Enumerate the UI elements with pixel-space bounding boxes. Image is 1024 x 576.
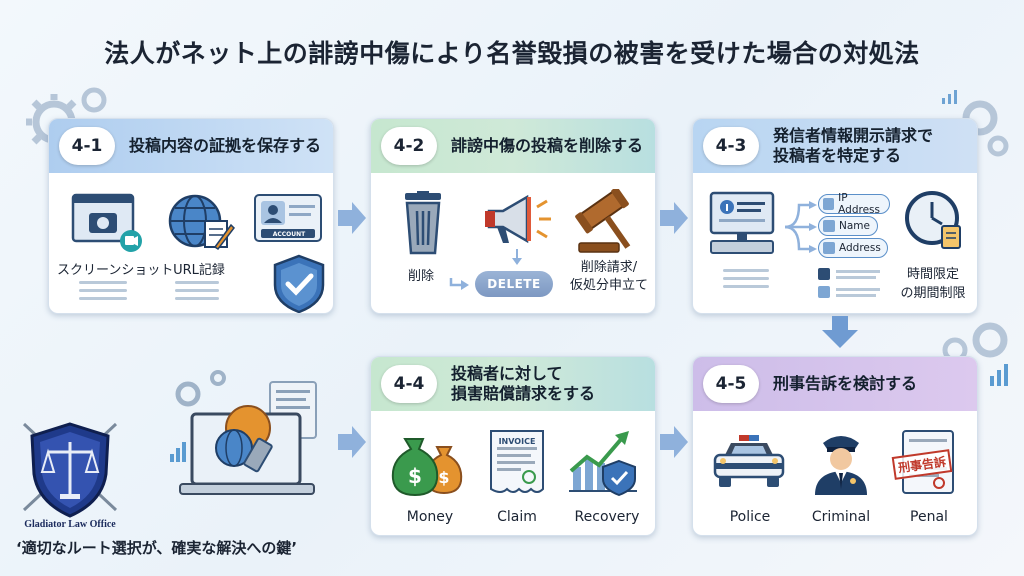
address-pill: Address bbox=[818, 238, 888, 258]
profile-lines-icon bbox=[818, 268, 880, 298]
deletion-request-line-2: 仮処分申立て bbox=[569, 277, 648, 293]
ip-address-text: IP Address bbox=[838, 192, 880, 216]
step-title-line-2: 投稿者を特定する bbox=[773, 146, 902, 165]
globe-url-icon bbox=[168, 194, 235, 251]
time-limit-label: 時間限定 の期間制限 bbox=[890, 266, 976, 304]
criminal-label: Criminal bbox=[811, 509, 871, 525]
url-record-label: URL記録 bbox=[173, 263, 225, 278]
page-title: 法人がネット上の誹謗中傷により名誉毀損の被害を受けた場合の対処法 bbox=[104, 39, 920, 68]
step-title-line-1: 投稿者に対して bbox=[451, 364, 563, 383]
step-card-4-4: 4-4 投稿者に対して 損害賠償請求をする $ $ Money INVOICE … bbox=[370, 356, 656, 536]
name-text: Name bbox=[839, 220, 870, 232]
step-number-badge: 4-1 bbox=[59, 127, 115, 165]
step-header: 4-2 誹謗中傷の投稿を削除する bbox=[371, 119, 655, 173]
time-limit-line-2: の期間制限 bbox=[900, 285, 966, 301]
step-number-badge: 4-2 bbox=[381, 127, 437, 165]
money-bag-icon: $ $ bbox=[391, 438, 463, 497]
police-officer-icon bbox=[815, 436, 867, 495]
laptop-illustration bbox=[170, 370, 317, 495]
account-card-icon bbox=[254, 194, 322, 242]
arrow-right-icon bbox=[449, 278, 469, 290]
step-title: 誹謗中傷の投稿を削除する bbox=[451, 136, 644, 155]
ip-address-pill: IP Address bbox=[818, 192, 890, 216]
deletion-request-line-1: 削除請求/ bbox=[580, 260, 638, 275]
logo-text: Gladiator Law Office bbox=[24, 519, 116, 530]
step-card-4-2: 4-2 誹謗中傷の投稿を削除する 削除 bbox=[370, 118, 656, 314]
step-title-line-2: 損害賠償請求をする bbox=[451, 384, 596, 403]
step-header: 4-4 投稿者に対して 損害賠償請求をする bbox=[371, 357, 655, 411]
step-number-badge: 4-4 bbox=[381, 365, 437, 403]
screenshot-camera-icon bbox=[71, 193, 142, 252]
text-lines bbox=[79, 281, 127, 305]
user-icon bbox=[823, 242, 835, 254]
recovery-label: Recovery bbox=[574, 509, 640, 525]
text-lines bbox=[175, 281, 219, 305]
recovery-chart-icon bbox=[569, 431, 637, 497]
flow-arrow-icon bbox=[660, 202, 688, 234]
arrow-down-icon bbox=[512, 249, 522, 265]
gladiator-shield-logo bbox=[22, 422, 118, 518]
step-card-4-1: 4-1 投稿内容の証拠を保存する スクリーンショット URL記録 ACCOUN bbox=[48, 118, 334, 314]
clock-icon bbox=[905, 191, 961, 249]
step-number-badge: 4-3 bbox=[703, 127, 759, 165]
invoice-text: INVOICE bbox=[498, 437, 536, 446]
invoice-icon bbox=[490, 430, 544, 493]
flow-arrow-down-icon bbox=[822, 316, 858, 348]
step-title: 投稿内容の証拠を保存する bbox=[129, 136, 322, 155]
step-title: 刑事告訴を検討する bbox=[773, 374, 918, 393]
computer-info-icon bbox=[709, 191, 775, 254]
step-title-line-1: 発信者情報開示請求で bbox=[773, 126, 934, 145]
delete-label: 削除 bbox=[407, 269, 434, 284]
step-title: 投稿者に対して 損害賠償請求をする bbox=[451, 364, 595, 404]
svg-text:$: $ bbox=[408, 464, 422, 488]
flow-arrow-icon bbox=[660, 426, 688, 458]
id-card-icon bbox=[823, 198, 835, 210]
address-text: Address bbox=[839, 242, 881, 254]
money-label: Money bbox=[406, 509, 454, 525]
screenshot-label: スクリーンショット bbox=[57, 263, 174, 278]
user-icon bbox=[823, 220, 835, 232]
penal-label: Penal bbox=[910, 509, 948, 525]
step-header: 4-1 投稿内容の証拠を保存する bbox=[49, 119, 333, 173]
text-lines bbox=[723, 269, 769, 293]
step-header: 4-3 発信者情報開示請求で 投稿者を特定する bbox=[693, 119, 977, 173]
megaphone-icon bbox=[485, 194, 551, 244]
flow-arrow-icon bbox=[338, 202, 366, 234]
name-pill: Name bbox=[818, 216, 878, 236]
step-number-badge: 4-5 bbox=[703, 365, 759, 403]
branch-arrows-icon bbox=[784, 201, 817, 253]
police-label: Police bbox=[729, 509, 771, 525]
police-car-icon bbox=[713, 435, 785, 487]
flow-arrow-icon bbox=[338, 426, 366, 458]
deletion-request-label: 削除請求/ 仮処分申立て bbox=[561, 259, 655, 294]
time-limit-line-1: 時間限定 bbox=[906, 267, 959, 282]
step-header: 4-5 刑事告訴を検討する bbox=[693, 357, 977, 411]
step-title: 発信者情報開示請求で 投稿者を特定する bbox=[773, 126, 933, 166]
gavel-icon bbox=[575, 189, 631, 253]
trash-icon bbox=[405, 191, 441, 255]
tagline: ‘適切なルート選択が、確実な解決への鍵’ bbox=[16, 539, 298, 557]
account-label: ACCOUNT bbox=[272, 231, 306, 238]
step-card-4-5: 4-5 刑事告訴を検討する Police Criminal 刑事告訴 Penal bbox=[692, 356, 978, 536]
claim-label: Claim bbox=[497, 509, 537, 525]
shield-check-icon bbox=[273, 254, 325, 313]
svg-text:$: $ bbox=[438, 468, 449, 487]
delete-button: DELETE bbox=[475, 271, 553, 297]
